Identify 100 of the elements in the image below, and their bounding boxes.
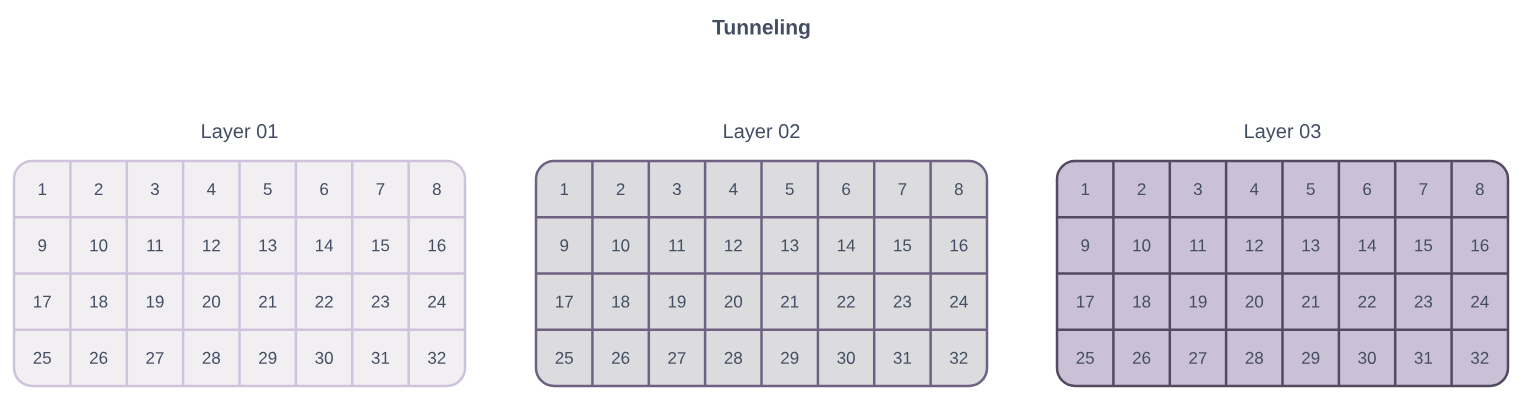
- grid-cell: 1: [560, 183, 569, 195]
- grid-cell: 17: [34, 295, 51, 308]
- grid-cell: 3: [1193, 183, 1202, 196]
- grid-cell: 30: [1358, 351, 1376, 364]
- grid-cell: 20: [724, 295, 743, 308]
- grid-cell: 5: [785, 183, 794, 196]
- grid-cell: 29: [781, 351, 799, 364]
- grid-cell: 6: [320, 183, 329, 196]
- grid-cell: 21: [259, 295, 277, 308]
- grid-cell: 12: [203, 239, 220, 252]
- grid-cell: 27: [146, 351, 164, 364]
- grid-cell: 24: [950, 295, 968, 308]
- grid-cell: 8: [954, 183, 963, 196]
- grid-cell: 13: [259, 239, 277, 252]
- grid-cell: 23: [893, 295, 912, 308]
- grid-cell: 26: [90, 351, 108, 364]
- grid-cell: 15: [1415, 239, 1433, 252]
- grid-cell: 16: [428, 239, 446, 252]
- grid-cell: 23: [371, 295, 390, 308]
- grid-cell: 16: [950, 239, 968, 252]
- grid-cell: 1: [38, 183, 47, 195]
- grid-cell: 25: [555, 351, 573, 364]
- grid-cell: 29: [1302, 351, 1320, 364]
- grid-cell: 3: [150, 183, 159, 196]
- title: Tunneling: [712, 19, 810, 39]
- grid-cell: 11: [1190, 239, 1206, 252]
- grid-cell: 6: [842, 183, 851, 196]
- grid-cell: 4: [729, 183, 738, 195]
- grid-cell: 28: [724, 351, 743, 364]
- grid-cell: 6: [1363, 183, 1372, 196]
- grid-cell: 13: [781, 239, 799, 252]
- grid-cell: 26: [1133, 351, 1151, 364]
- node-label: Layer 02: [724, 124, 800, 143]
- grid-cell: 24: [1471, 295, 1489, 308]
- node-label: Layer 03: [1245, 124, 1321, 143]
- grid-cell: 12: [725, 239, 742, 252]
- grid-cell: 20: [202, 295, 221, 308]
- grid-cell: 13: [1302, 239, 1320, 252]
- grid-cell: 22: [1358, 295, 1376, 308]
- grid-cell: 14: [1358, 239, 1377, 252]
- grid-cell: 8: [432, 183, 441, 196]
- grid-cell: 7: [1419, 183, 1428, 195]
- grid-cell: 10: [1133, 239, 1151, 252]
- grid-cell: 23: [1414, 295, 1433, 308]
- grid-cell: 31: [1414, 351, 1432, 364]
- grid-cell: 25: [1076, 351, 1094, 364]
- grid-cell: 18: [612, 295, 630, 308]
- grid-cell: 16: [1471, 239, 1489, 252]
- grid-cell: 28: [202, 351, 221, 364]
- grid-cell: 5: [1306, 183, 1315, 196]
- grid-cell: 8: [1475, 183, 1484, 196]
- grid-cell: 19: [146, 295, 164, 308]
- grid-cell: 10: [612, 239, 630, 252]
- grid-cell: 15: [372, 239, 390, 252]
- grid-cell: 28: [1245, 351, 1263, 364]
- grid-cell: 18: [1133, 295, 1151, 308]
- grid-cell: 2: [94, 183, 103, 196]
- grid-cell: 5: [263, 183, 272, 196]
- grid-cell: 9: [1081, 239, 1090, 252]
- grid-cell: 2: [616, 183, 625, 196]
- grid-cell: 17: [556, 295, 573, 308]
- grid-cell: 17: [1077, 295, 1094, 308]
- grid-cell: 31: [893, 351, 912, 364]
- grid-cell: 10: [90, 239, 108, 252]
- grid-cell: 21: [1302, 295, 1320, 308]
- grid-cell: 4: [207, 183, 216, 195]
- node-label: Layer 01: [202, 124, 278, 143]
- grid-cell: 32: [950, 351, 968, 364]
- grid-cell: 25: [33, 351, 51, 364]
- grid-cell: 7: [898, 183, 907, 195]
- grid-cell: 24: [428, 295, 446, 308]
- grid-cell: 2: [1137, 183, 1146, 196]
- grid-cell: 30: [837, 351, 855, 364]
- grid-cell: 11: [669, 239, 685, 252]
- grid-cell: 29: [259, 351, 277, 364]
- grid-cell: 19: [1189, 295, 1207, 308]
- grid-cell: 32: [1471, 351, 1489, 364]
- grid-cell: 14: [315, 239, 334, 252]
- grid-cell: 27: [1189, 351, 1207, 364]
- grid-cell: 20: [1245, 295, 1264, 308]
- grid-cell: 19: [668, 295, 686, 308]
- grid-cell: 9: [38, 239, 47, 252]
- grid-cell: 15: [894, 239, 912, 252]
- grid-cell: 26: [612, 351, 630, 364]
- grid-cell: 32: [428, 351, 446, 364]
- grid-cell: 31: [371, 351, 390, 364]
- grid-cell: 18: [90, 295, 108, 308]
- grid-cell: 7: [376, 183, 385, 195]
- grid-cell: 30: [315, 351, 333, 364]
- grid-cell: 9: [560, 239, 569, 252]
- grid-cell: 12: [1246, 239, 1263, 252]
- grid-cell: 27: [668, 351, 686, 364]
- grid-cell: 22: [315, 295, 333, 308]
- grid-cell: 4: [1249, 183, 1259, 195]
- grid-cell: 11: [147, 239, 163, 252]
- grid-cell: 1: [1081, 183, 1090, 195]
- grid-cell: 14: [837, 239, 856, 252]
- grid-cell: 21: [781, 295, 799, 308]
- grid-cell: 22: [837, 295, 855, 308]
- grid-cell: 3: [672, 183, 681, 196]
